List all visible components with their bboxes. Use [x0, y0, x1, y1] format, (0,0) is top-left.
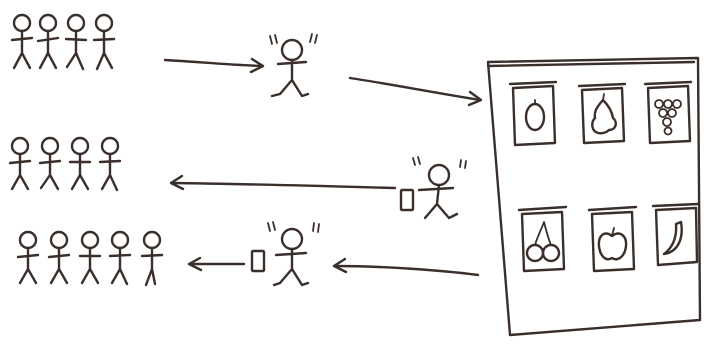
card-grapes	[643, 80, 693, 145]
person-figure	[140, 230, 164, 287]
person-figure	[8, 136, 32, 191]
arrow-to-chooser	[163, 57, 265, 74]
person-figure	[47, 230, 71, 285]
person-figure	[64, 13, 88, 71]
person-figure	[98, 136, 122, 192]
card-banana	[651, 202, 700, 267]
person-figure	[78, 230, 102, 285]
person-figure	[16, 230, 40, 285]
cherries-icon	[525, 221, 561, 263]
excitement-marks-right	[459, 159, 467, 169]
chooser-person	[269, 33, 318, 98]
group-top	[10, 13, 116, 71]
person-figure	[68, 136, 92, 191]
arrow-return-bottom	[187, 256, 246, 272]
person-figure	[36, 13, 60, 70]
returning-person-middle	[399, 156, 467, 220]
fruit-card-in-hand	[399, 188, 415, 212]
grapes-icon	[654, 99, 682, 136]
excitement-marks-right	[309, 33, 318, 44]
excitement-marks-left	[267, 221, 276, 232]
group-bottom	[16, 230, 164, 287]
arrow-to-board	[348, 76, 483, 107]
banana-icon	[662, 220, 683, 256]
excitement-marks-left	[269, 34, 278, 45]
person-figure	[10, 13, 34, 70]
fruit-board	[486, 56, 702, 337]
excitement-marks-right	[312, 222, 320, 233]
lemon-icon	[524, 102, 546, 132]
pear-icon	[591, 93, 617, 135]
person-figure	[38, 136, 62, 191]
fruit-card-in-hand	[250, 249, 266, 273]
returning-person-bottom	[250, 221, 320, 287]
apple-icon	[597, 227, 628, 261]
card-pear	[577, 82, 627, 145]
person-figure	[92, 13, 116, 71]
arrow-board-to-bottom	[332, 257, 480, 277]
excitement-marks-left	[412, 156, 421, 166]
person-figure	[108, 230, 132, 286]
group-middle	[8, 136, 122, 192]
card-cherries	[517, 205, 568, 273]
arrow-return-middle	[169, 174, 397, 191]
card-apple	[587, 205, 638, 273]
card-lemon	[508, 80, 558, 147]
